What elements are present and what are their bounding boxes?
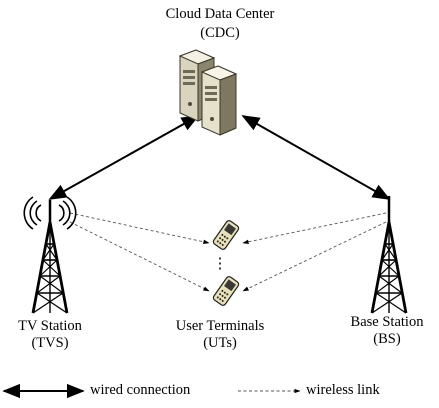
ut-ellipsis: ⋮ xyxy=(212,256,228,272)
tvs-label: TV Station (TVS) xyxy=(0,318,100,352)
wired-edge-cdc-tvs xyxy=(48,115,200,200)
ut-name: User Terminals xyxy=(175,318,265,334)
tvs-name: TV Station xyxy=(18,318,82,334)
cdc-label: Cloud Data Center (CDC) xyxy=(120,6,320,42)
mobile-phone-icon xyxy=(212,220,240,250)
cdc-abbr: (CDC) xyxy=(200,25,240,41)
wired-edge-cdc-bs xyxy=(241,115,391,200)
mobile-phone-icon xyxy=(212,276,240,306)
bs-abbr: (BS) xyxy=(373,331,401,347)
wireless-edge-tvs-ut-bottom xyxy=(69,221,210,292)
ut-label: User Terminals (UTs) xyxy=(150,318,290,352)
cdc-name: Cloud Data Center xyxy=(165,6,275,22)
wireless-edge-bs-ut-top xyxy=(242,212,387,244)
base-station-tower-icon xyxy=(370,196,408,314)
ut-abbr: (UTs) xyxy=(203,335,237,351)
wireless-edge-bs-ut-bottom xyxy=(242,221,387,292)
wireless-edge-tvs-ut-top xyxy=(69,212,210,244)
server-icon xyxy=(178,49,238,136)
tv-tower-icon xyxy=(23,196,77,314)
legend-wired-label: wired connection xyxy=(90,382,191,398)
legend-wireless-label: wireless link xyxy=(306,382,380,398)
tvs-abbr: (TVS) xyxy=(31,335,69,351)
bs-label: Base Station (BS) xyxy=(335,314,439,348)
bs-name: Base Station xyxy=(350,314,424,330)
